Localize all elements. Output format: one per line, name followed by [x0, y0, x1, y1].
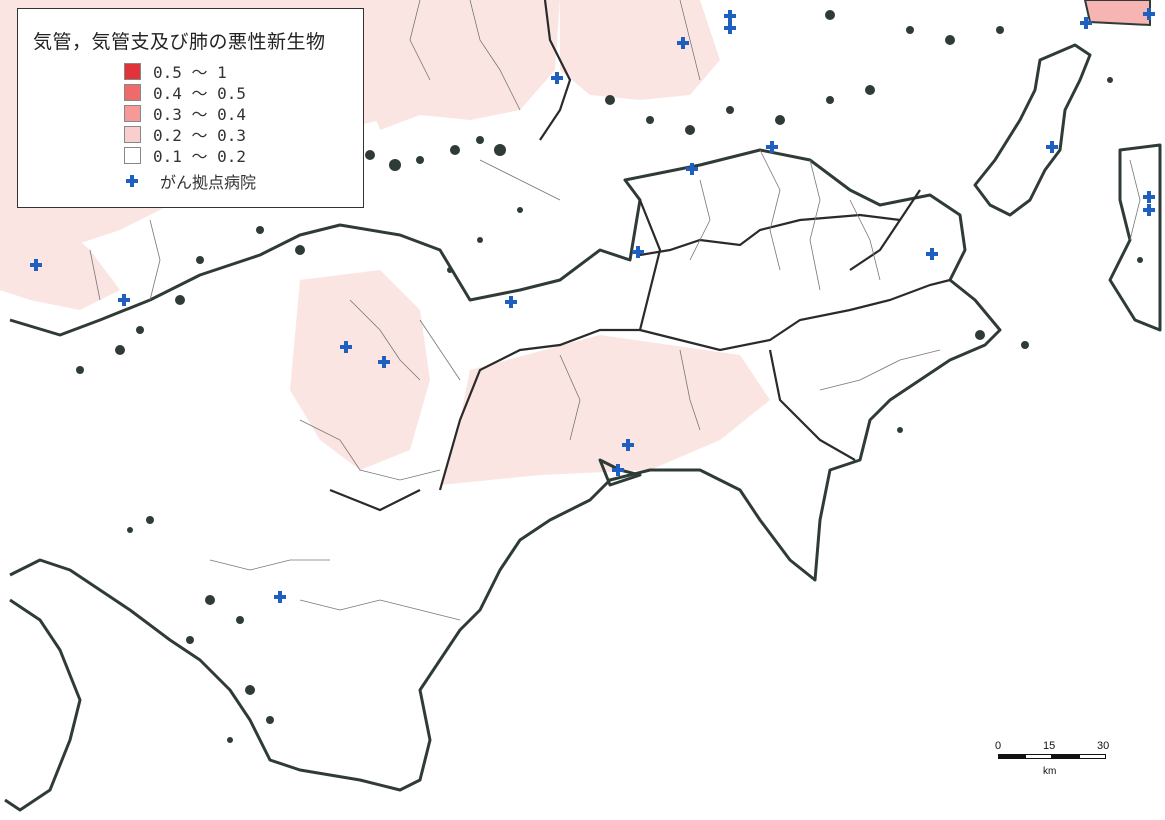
scale-unit: km — [1043, 766, 1057, 777]
legend-hospital-label: がん拠点病院 — [160, 173, 257, 192]
legend-label: 0.3 〜 0.4 — [153, 105, 247, 124]
legend-swatch — [124, 83, 141, 101]
legend-hospital-item: がん拠点病院 — [126, 169, 256, 193]
legend-label: 0.4 〜 0.5 — [153, 84, 247, 103]
legend-swatch — [124, 125, 141, 143]
legend-panel: 気管，気管支及び肺の悪性新生物 0.5 〜 1 0.4 〜 0.5 0.3 〜 … — [17, 8, 364, 208]
scale-segment — [1025, 754, 1052, 759]
municipal-boundaries — [89, 0, 1141, 621]
legend-label: 0.1 〜 0.2 — [153, 147, 247, 166]
legend-swatch — [124, 146, 141, 164]
scale-tick-label: 30 — [1097, 740, 1110, 752]
scale-tick-label: 0 — [995, 740, 1002, 752]
coastline — [4, 43, 1162, 812]
legend-item: 0.2 〜 0.3 — [124, 124, 247, 145]
scale-segment — [1052, 754, 1079, 759]
prefecture-boundaries — [329, 0, 951, 512]
cross-icon — [126, 175, 138, 187]
islands — [76, 10, 1143, 743]
legend-label: 0.5 〜 1 — [153, 63, 227, 82]
legend-item: 0.4 〜 0.5 — [124, 82, 247, 103]
legend-item: 0.1 〜 0.2 — [124, 145, 247, 166]
legend-swatch — [124, 104, 141, 122]
scale-tick-label: 15 — [1043, 740, 1056, 752]
scale-segment — [998, 754, 1025, 759]
legend-item: 0.5 〜 1 — [124, 61, 227, 82]
scale-bar: 0 15 30 km — [995, 740, 1110, 780]
hospital-markers — [30, 8, 1155, 603]
legend-title: 気管，気管支及び肺の悪性新生物 — [33, 31, 326, 53]
legend-label: 0.2 〜 0.3 — [153, 126, 247, 145]
legend-swatch — [124, 62, 141, 80]
legend-item: 0.3 〜 0.4 — [124, 103, 247, 124]
scale-segment — [1079, 754, 1106, 759]
